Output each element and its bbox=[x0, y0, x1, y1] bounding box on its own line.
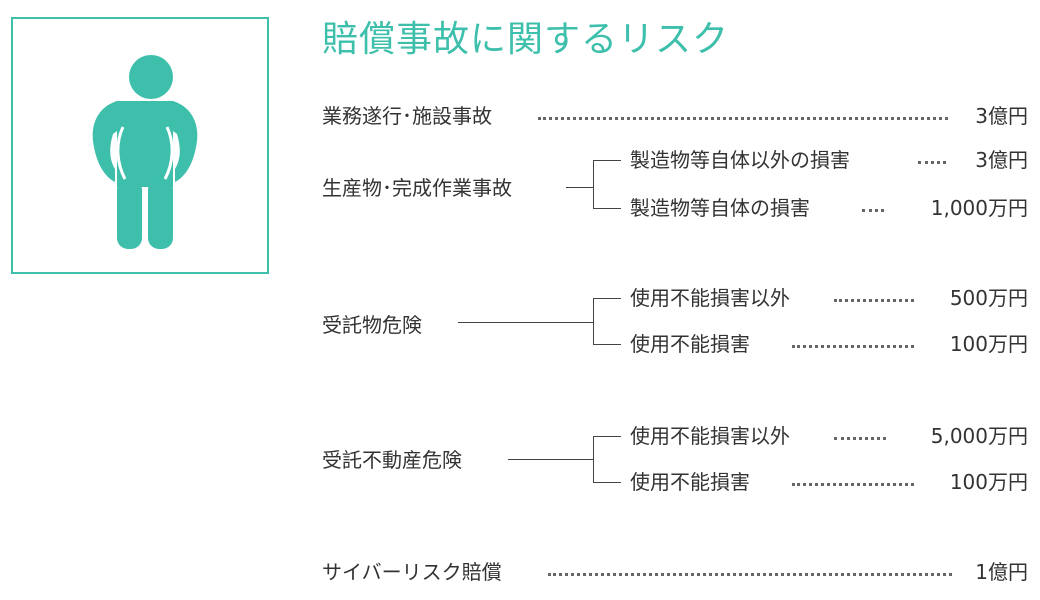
branch-amount: 5,000万円 bbox=[930, 424, 1028, 448]
branch-amount: 100万円 bbox=[949, 470, 1028, 494]
connector-line bbox=[508, 459, 594, 460]
branch-label: 使用不能損害 bbox=[630, 470, 750, 494]
page-title: 賠償事故に関するリスク bbox=[322, 19, 730, 60]
coverage-label: 受託不動産危険 bbox=[322, 448, 462, 472]
connector-line bbox=[593, 208, 621, 209]
branch-label: 使用不能損害以外 bbox=[630, 424, 790, 448]
connector-line bbox=[593, 436, 621, 437]
branch-label: 製造物等自体の損害 bbox=[630, 196, 810, 220]
dot-leader bbox=[792, 483, 914, 486]
branch-amount: 100万円 bbox=[949, 332, 1028, 356]
bowing-person-icon bbox=[92, 55, 198, 249]
coverage-amount: 3億円 bbox=[975, 104, 1028, 128]
branch-amount: 3億円 bbox=[975, 148, 1028, 172]
illustration-frame bbox=[11, 17, 269, 274]
bracket-line bbox=[593, 298, 594, 344]
connector-line bbox=[593, 344, 621, 345]
branch-label: 製造物等自体以外の損害 bbox=[630, 148, 850, 172]
coverage-amount: 1億円 bbox=[975, 560, 1028, 584]
connector-line bbox=[593, 482, 621, 483]
coverage-label: 生産物･完成作業事故 bbox=[322, 176, 512, 200]
connector-line bbox=[593, 160, 621, 161]
bracket-line bbox=[593, 160, 594, 208]
branch-label: 使用不能損害以外 bbox=[630, 286, 790, 310]
dot-leader bbox=[538, 117, 948, 120]
connector-line bbox=[458, 322, 594, 323]
branch-amount: 1,000万円 bbox=[930, 196, 1028, 220]
connector-line bbox=[593, 298, 621, 299]
dot-leader bbox=[548, 573, 952, 576]
connector-line bbox=[566, 187, 594, 188]
dot-leader bbox=[834, 437, 886, 440]
dot-leader bbox=[834, 299, 914, 302]
coverage-label: 業務遂行･施設事故 bbox=[322, 104, 492, 128]
coverage-label: 受託物危険 bbox=[322, 313, 422, 337]
branch-amount: 500万円 bbox=[949, 286, 1028, 310]
dot-leader bbox=[862, 209, 884, 212]
dot-leader bbox=[918, 161, 946, 164]
coverage-label: サイバーリスク賠償 bbox=[322, 560, 502, 584]
dot-leader bbox=[792, 345, 914, 348]
bracket-line bbox=[593, 436, 594, 482]
branch-label: 使用不能損害 bbox=[630, 332, 750, 356]
